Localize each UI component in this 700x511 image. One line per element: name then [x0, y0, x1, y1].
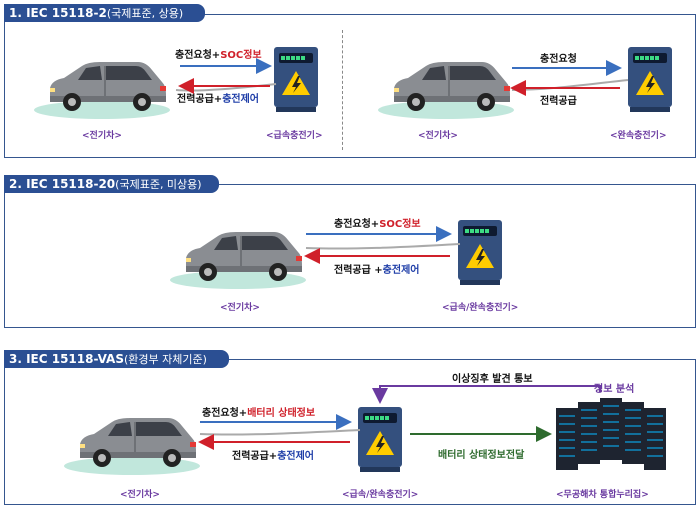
s3-battery-message: 배터리 상태정보전달 — [438, 450, 525, 461]
s1-right-car-label: <전기차> — [418, 131, 458, 141]
s1-left-cable — [175, 83, 277, 92]
section-2-title: 2. IEC 15118-20(국제표준, 미상용) — [4, 175, 219, 193]
s3-cable — [199, 429, 361, 436]
s1-right-charger-label: <완속충전기> — [610, 131, 667, 141]
s1-left-request-message: 충전요청+SOC정보 — [175, 50, 262, 61]
s3-charger-label: <급속/완속충전기> — [342, 490, 419, 500]
section-1-title: 1. IEC 15118-2(국제표준, 상용) — [4, 4, 205, 22]
s3-car-label: <전기차> — [120, 490, 160, 500]
s3-server-label: <무공해차 통합누리집> — [556, 490, 649, 500]
s2-car-label: <전기차> — [220, 303, 260, 313]
s3-server-icon — [555, 397, 667, 471]
s1-right-request-message: 충전요청 — [540, 54, 577, 65]
s2-car-icon — [170, 232, 306, 289]
section-1-title-main: 1. IEC 15118-2 — [9, 6, 107, 20]
section-1-title-sub: (국제표준, 상용) — [106, 7, 184, 20]
section-3-title-sub: (환경부 자체기준) — [124, 353, 207, 366]
s1-left-charger-icon — [274, 47, 318, 112]
s2-charger-label: <급속/완속충전기> — [442, 303, 519, 313]
section-3-title: 3. IEC 15118-VAS(환경부 자체기준) — [4, 350, 229, 368]
s3-car-icon — [64, 418, 200, 475]
s1-left-car-label: <전기차> — [82, 131, 122, 141]
s2-cable — [305, 243, 461, 250]
s3-request-message: 충전요청+배터리 상태정보 — [202, 408, 316, 419]
s1-left-power-message: 전력공급+충전제어 — [177, 94, 259, 105]
s3-anomaly-message: 이상징후 발견 통보 — [452, 374, 533, 385]
section-2-title-main: 2. IEC 15118-20 — [9, 177, 116, 191]
s2-charger-icon — [458, 220, 502, 285]
section-1-divider — [342, 30, 343, 150]
section-3-title-main: 3. IEC 15118-VAS — [9, 352, 124, 366]
s3-charger-icon — [358, 407, 402, 472]
s1-left-car-icon — [34, 62, 170, 119]
s3-power-message: 전력공급+충전제어 — [232, 451, 314, 462]
s2-request-message: 충전요청+SOC정보 — [334, 219, 421, 230]
s1-right-power-message: 전력공급 — [540, 96, 577, 107]
s3-purple-arrow — [372, 385, 601, 404]
s2-power-message: 전력공급 +충전제어 — [334, 265, 420, 276]
s1-left-charger-label: <급속충전기> — [266, 131, 323, 141]
s1-right-charger-icon — [628, 47, 672, 112]
section-2-title-sub: (국제표준, 미상용) — [115, 178, 202, 191]
s3-analysis-message: 정보 분석 — [594, 384, 635, 395]
s1-right-car-icon — [378, 62, 514, 119]
